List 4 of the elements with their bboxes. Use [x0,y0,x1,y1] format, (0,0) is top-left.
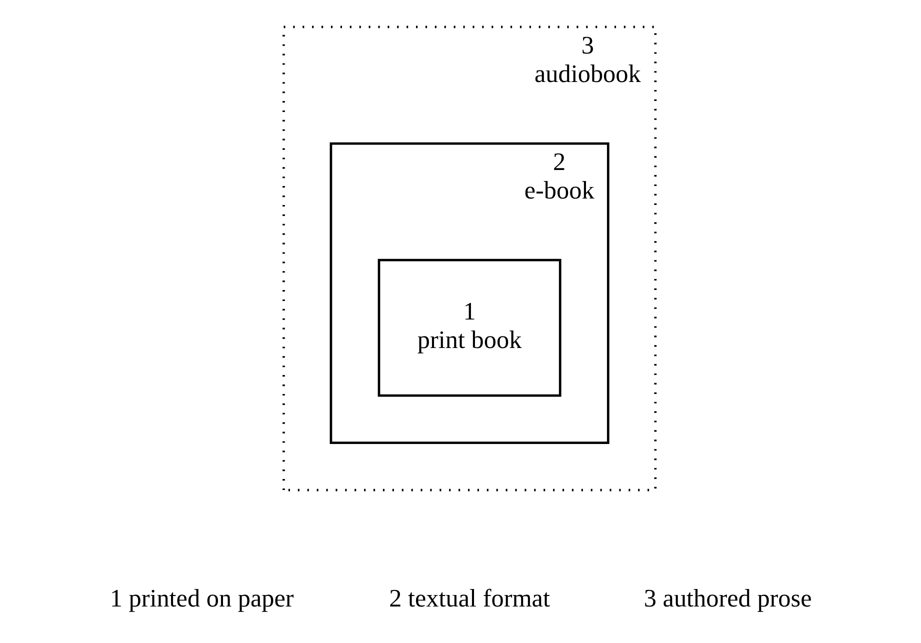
label: 2 textual format [389,585,550,612]
label: 3 authored prose [644,585,812,612]
node-box: 1 print book [378,258,562,397]
label: 1 printed on paper [110,585,294,612]
